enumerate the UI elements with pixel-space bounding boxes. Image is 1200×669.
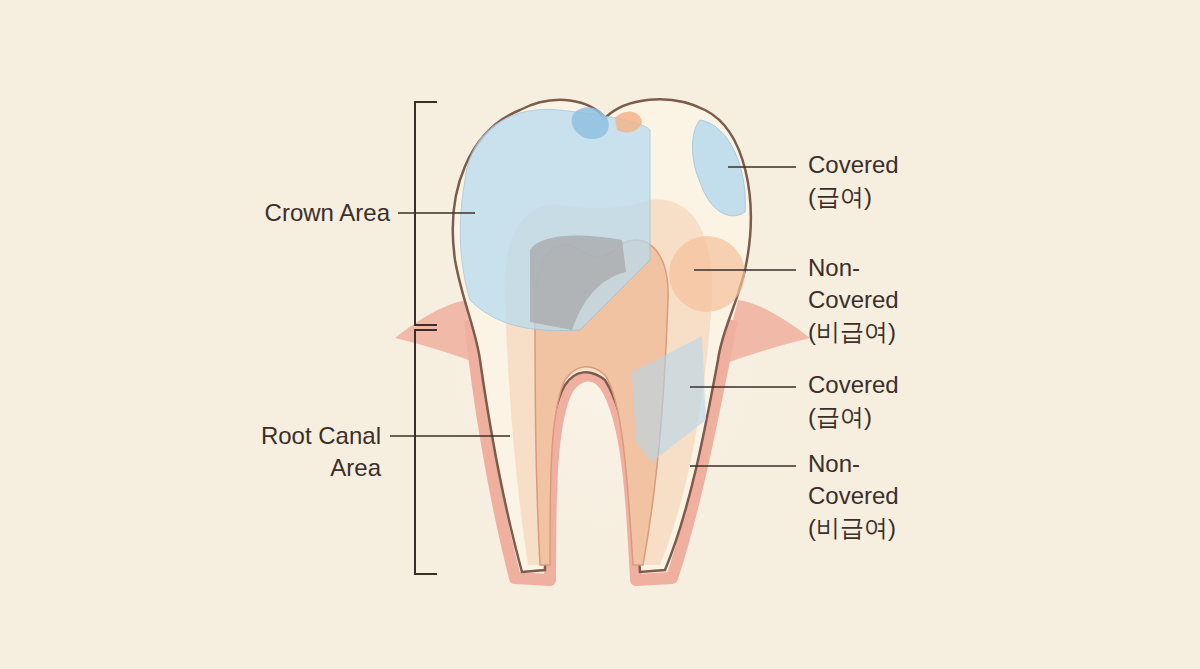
covered-region (693, 120, 746, 216)
region-label: Crown Area (265, 197, 390, 229)
background-glow (375, 60, 835, 620)
coverage-label: Covered (급여) (808, 369, 899, 433)
coverage-label: Non-Covered (비급여) (808, 448, 899, 544)
tooth-outline (453, 99, 751, 572)
covered-region (460, 109, 650, 330)
leader-line (694, 269, 796, 271)
coverage-label: Non-Covered (비급여) (808, 252, 899, 348)
leader-line (398, 212, 475, 214)
bracket (415, 330, 437, 574)
leader-line (690, 465, 796, 467)
region-label: Root Canal Area (231, 420, 381, 484)
non-covered-region (669, 236, 745, 312)
leader-line (390, 435, 510, 437)
filling-region (530, 235, 626, 330)
leader-line (690, 386, 796, 388)
coverage-label: Covered (급여) (808, 149, 899, 213)
leader-line (728, 166, 796, 168)
covered-spot (572, 107, 609, 139)
covered-region (632, 336, 706, 462)
non-covered-spot (615, 112, 642, 133)
